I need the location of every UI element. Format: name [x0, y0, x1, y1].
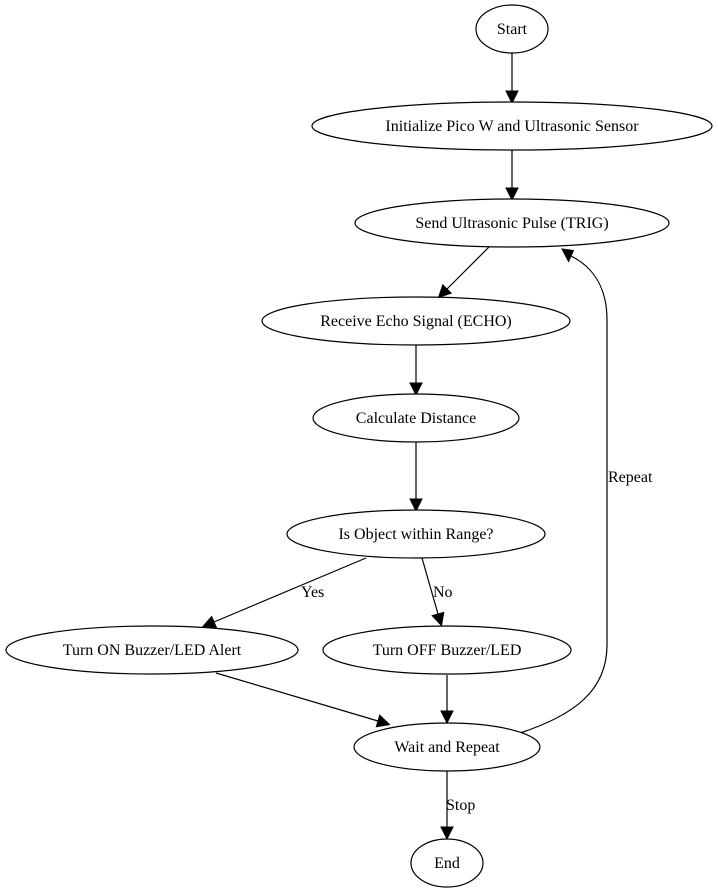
node-wait-label: Wait and Repeat: [394, 739, 500, 756]
node-start: Start: [475, 4, 549, 54]
edge-label-repeat: Repeat: [608, 469, 653, 486]
node-init-label: Initialize Pico W and Ultrasonic Sensor: [385, 118, 639, 135]
node-range-label: Is Object within Range?: [338, 526, 493, 543]
edge-wait-to-end: Stop: [440, 771, 475, 841]
node-alert-on-label: Turn ON Buzzer/LED Alert: [63, 642, 242, 659]
node-calc-label: Calculate Distance: [356, 410, 476, 427]
edge-range-to-alert-off: No: [421, 557, 453, 627]
edge-wait-to-trig-repeat: Repeat: [519, 248, 653, 734]
edge-label-no: No: [433, 584, 453, 601]
node-echo-label: Receive Echo Signal (ECHO): [320, 313, 512, 330]
edge-alert-off-to-wait: [440, 675, 454, 725]
edge-label-stop: Stop: [446, 797, 475, 814]
node-alert-off: Turn OFF Buzzer/LED: [322, 625, 572, 675]
node-end-label: End: [434, 855, 460, 872]
node-range: Is Object within Range?: [286, 509, 546, 559]
node-alert-on: Turn ON Buzzer/LED Alert: [5, 625, 299, 675]
node-end: End: [410, 838, 484, 888]
node-trig: Send Ultrasonic Pulse (TRIG): [354, 198, 670, 248]
edge-range-to-alert-on: Yes: [201, 557, 367, 629]
node-start-label: Start: [497, 21, 528, 38]
edge-trig-to-echo: [437, 246, 490, 299]
edge-init-to-trig: [505, 150, 519, 202]
node-echo: Receive Echo Signal (ECHO): [261, 296, 571, 346]
edge-start-to-init: [505, 53, 519, 105]
edge-calc-to-range: [409, 442, 423, 513]
edge-echo-to-calc: [409, 345, 423, 397]
node-init: Initialize Pico W and Ultrasonic Sensor: [311, 101, 713, 151]
node-alert-off-label: Turn OFF Buzzer/LED: [373, 642, 522, 659]
edge-label-yes: Yes: [301, 584, 324, 601]
node-wait: Wait and Repeat: [353, 722, 541, 772]
node-trig-label: Send Ultrasonic Pulse (TRIG): [415, 215, 608, 232]
edge-alert-on-to-wait: [215, 672, 391, 728]
node-calc: Calculate Distance: [312, 393, 520, 443]
